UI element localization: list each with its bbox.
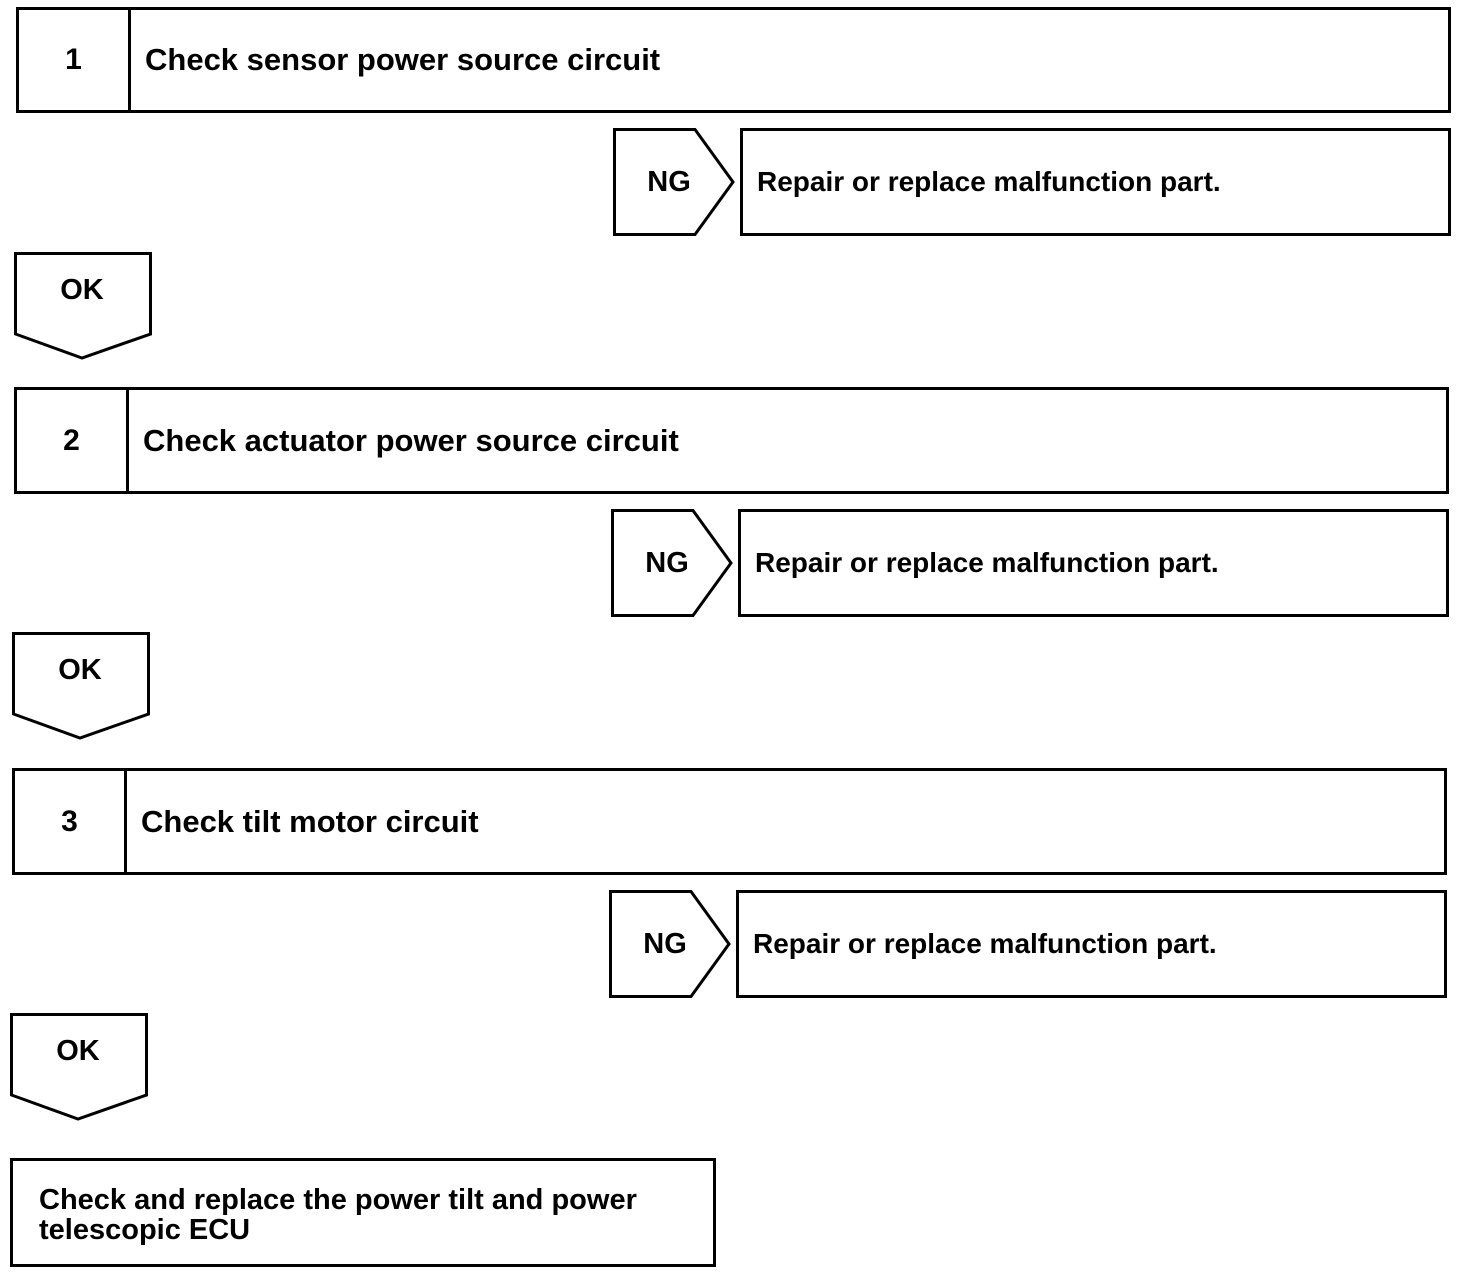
step-2-title: Check actuator power source circuit [143, 422, 679, 458]
step-3-ok-tag: OK [10, 1013, 150, 1123]
step-3-title: Check tilt motor circuit [141, 803, 479, 839]
step-2-ng-tag: NG [611, 509, 735, 617]
step-3-box: 3 Check tilt motor circuit [12, 768, 1447, 875]
step-2-ng-action: Repair or replace malfunction part. [738, 509, 1449, 617]
step-3-number: 3 [15, 771, 127, 872]
ok-arrow-icon [14, 252, 152, 360]
step-2-ok-label: OK [58, 654, 102, 686]
step-3-ng-label: NG [643, 927, 687, 960]
ng-arrow-icon [609, 890, 731, 998]
step-1-ng-tag: NG [613, 128, 737, 236]
step-3-ok-label: OK [56, 1035, 100, 1067]
step-1-box: 1 Check sensor power source circuit [16, 7, 1451, 113]
ng-arrow-icon [613, 128, 735, 236]
final-action-text: Check and replace the power tilt and pow… [39, 1184, 637, 1246]
final-action-box: Check and replace the power tilt and pow… [10, 1158, 716, 1267]
step-2-box: 2 Check actuator power source circuit [14, 387, 1449, 494]
step-1-ok-tag: OK [14, 252, 154, 362]
step-1-ng-label: NG [647, 165, 691, 198]
step-3-ng-tag: NG [609, 890, 733, 998]
step-2-ok-tag: OK [12, 632, 152, 742]
step-1-ng-action: Repair or replace malfunction part. [740, 128, 1451, 236]
step-2-ng-label: NG [645, 546, 689, 579]
step-3-ng-action: Repair or replace malfunction part. [736, 890, 1447, 998]
ok-arrow-icon [12, 632, 150, 740]
step-1-title: Check sensor power source circuit [145, 42, 661, 77]
ng-arrow-icon [611, 509, 733, 617]
step-1-ok-label: OK [60, 274, 104, 306]
step-1-number: 1 [19, 10, 131, 110]
ok-arrow-icon [10, 1013, 148, 1121]
step-2-number: 2 [17, 390, 129, 491]
